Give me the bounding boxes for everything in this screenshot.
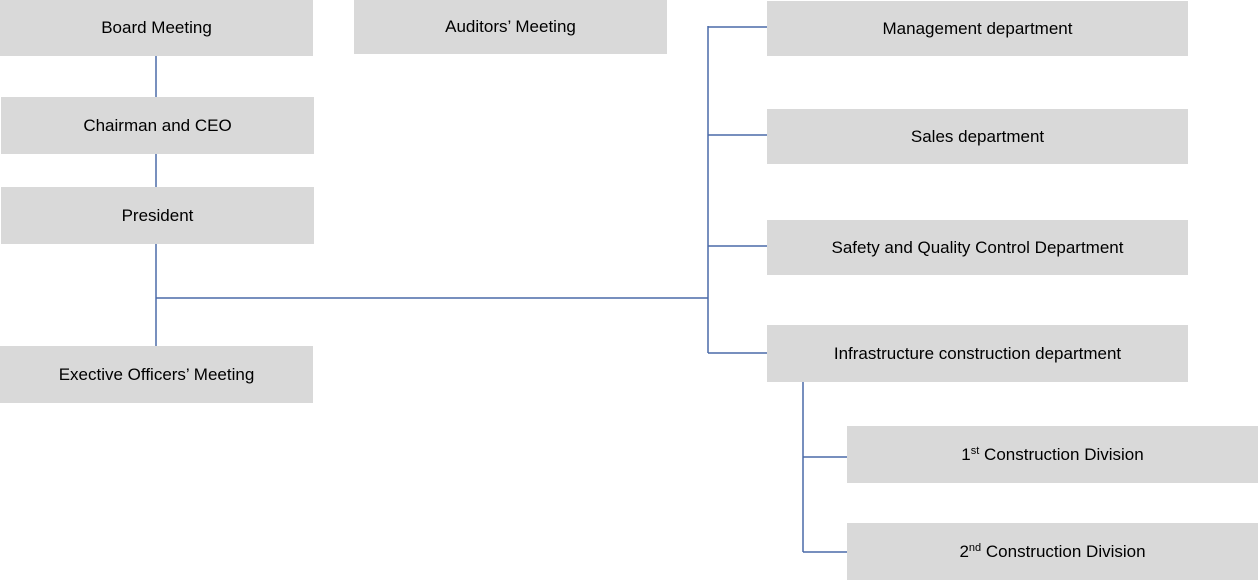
node-board-meeting: Board Meeting bbox=[0, 0, 313, 56]
node-label: Sales department bbox=[910, 126, 1045, 146]
node-label: President bbox=[121, 205, 194, 225]
node-label: 2nd Construction Division bbox=[959, 542, 1145, 562]
node-label: Management department bbox=[882, 18, 1073, 38]
division-label: Construction Division bbox=[979, 444, 1144, 464]
node-chairman-ceo: Chairman and CEO bbox=[1, 97, 314, 154]
division-ordinal: st bbox=[970, 444, 980, 457]
node-infrastructure-department: Infrastructure construction department bbox=[767, 325, 1188, 382]
division-label: Construction Division bbox=[981, 541, 1146, 561]
node-president: President bbox=[1, 187, 314, 244]
node-safety-quality-department: Safety and Quality Control Department bbox=[767, 220, 1188, 275]
division-number: 2 bbox=[959, 541, 969, 561]
node-1st-construction-division: 1st Construction Division bbox=[847, 426, 1258, 483]
division-number: 1 bbox=[961, 444, 971, 464]
node-label: Exective Officers’ Meeting bbox=[58, 364, 255, 384]
node-sales-department: Sales department bbox=[767, 109, 1188, 164]
node-2nd-construction-division: 2nd Construction Division bbox=[847, 523, 1258, 580]
node-label: Infrastructure construction department bbox=[833, 343, 1122, 363]
node-label: Chairman and CEO bbox=[83, 115, 232, 135]
node-management-department: Management department bbox=[767, 1, 1188, 56]
node-label: Safety and Quality Control Department bbox=[831, 237, 1124, 257]
node-label: Auditors’ Meeting bbox=[445, 17, 576, 36]
node-label: Board Meeting bbox=[101, 18, 212, 37]
node-auditors-meeting: Auditors’ Meeting bbox=[354, 0, 667, 54]
division-ordinal: nd bbox=[968, 541, 982, 554]
node-executive-officers-meeting: Exective Officers’ Meeting bbox=[0, 346, 313, 403]
node-label: 1st Construction Division bbox=[961, 445, 1143, 465]
